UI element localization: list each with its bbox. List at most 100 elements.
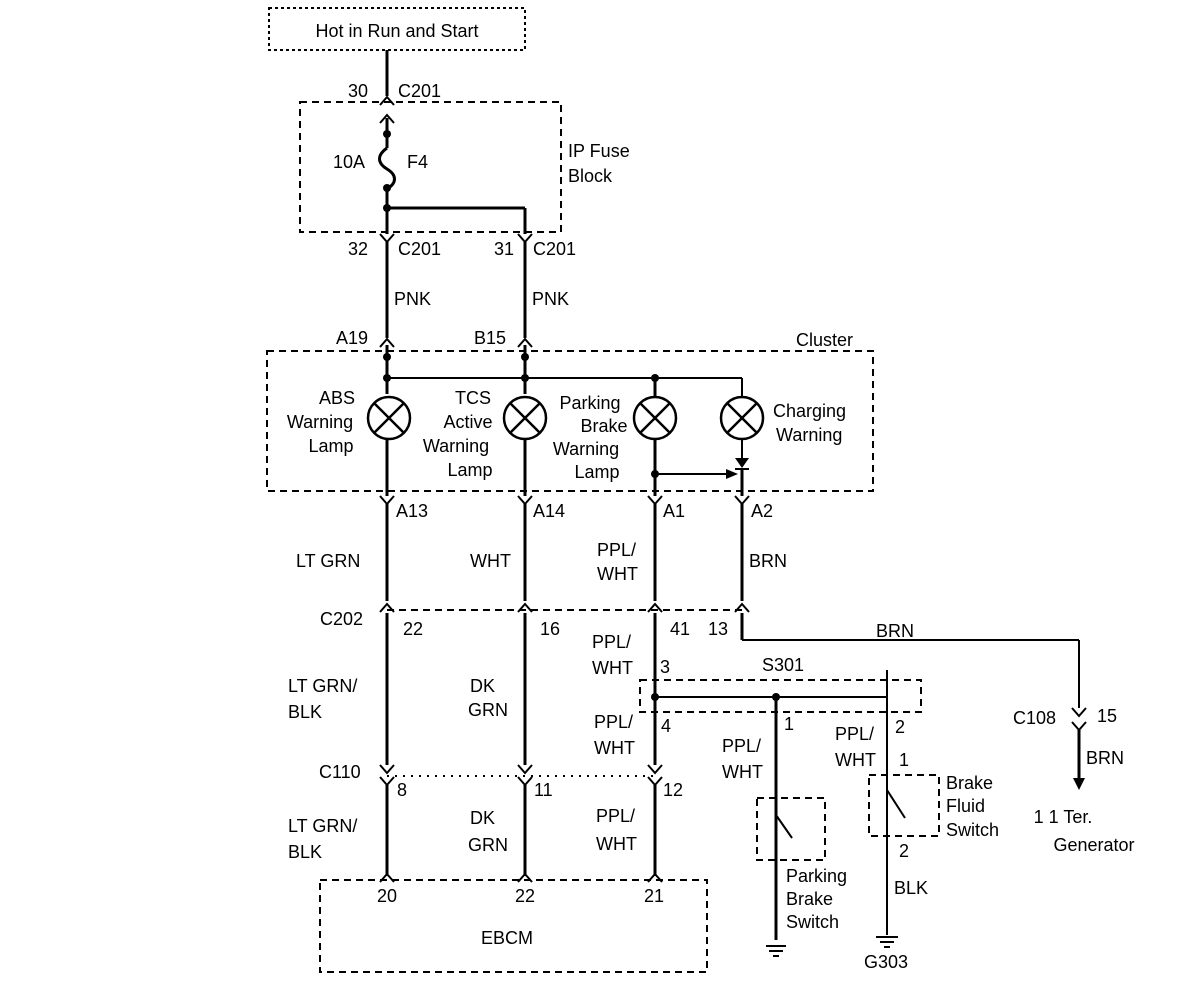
wire-ppl-wht-s301-2: WHT (592, 658, 633, 678)
c202-pin-16: 16 (540, 619, 560, 639)
wire-lt-grn-blk-1: LT GRN/ (288, 676, 357, 696)
switch-contact-icon (775, 814, 793, 839)
c202-name: C202 (320, 609, 363, 629)
ebcm-module (319, 879, 708, 973)
lamp-parking-4: Lamp (574, 462, 619, 482)
lamp-tcs-2: Active (443, 412, 492, 432)
wire-ppl-wht-fluid-1: PPL/ (835, 724, 874, 744)
tcs-warning-lamp-icon (502, 395, 548, 441)
fuse-left-conn: C201 (398, 239, 441, 259)
cluster-pin-a2: A2 (751, 501, 773, 521)
wire-lt-grn-blk-lower-2: BLK (288, 842, 322, 862)
fluid-switch-1: Brake (946, 773, 993, 793)
wire-lt-grn-blk-2: BLK (288, 702, 322, 722)
diode-icon (735, 458, 749, 468)
generator-line1: 1 1 Ter. (1034, 807, 1093, 827)
fuse-icon (378, 146, 396, 191)
parking-switch-1: Parking (786, 866, 847, 886)
ebcm-name: EBCM (481, 928, 533, 948)
wire-pnk-right: PNK (532, 289, 569, 309)
cluster-pin-a19: A19 (336, 328, 368, 348)
wire-ppl-wht-4-2: WHT (594, 738, 635, 758)
wire-dk-grn-1: DK (470, 676, 495, 696)
wire-ppl-wht-4-1: PPL/ (594, 712, 633, 732)
wire-ppl-wht-lower-1: PPL/ (596, 806, 635, 826)
cluster-pin-a13: A13 (396, 501, 428, 521)
charging-warning-lamp-icon (719, 395, 765, 441)
wire-dk-grn-lower-2: GRN (468, 835, 508, 855)
c110-pin-11: 11 (534, 780, 553, 800)
wire-brn-a2: BRN (749, 551, 787, 571)
lamp-charging-1: Charging (773, 401, 846, 421)
wire-ppl-wht-lower-2: WHT (596, 834, 637, 854)
fluid-switch-pin-1: 1 (899, 750, 909, 770)
lamp-tcs-1: TCS (455, 388, 491, 408)
wire-lt-grn: LT GRN (296, 551, 360, 571)
generator-arrow-icon (1073, 778, 1085, 790)
wire-ppl-wht-a1-1: PPL/ (597, 540, 636, 560)
wire-ppl-wht-a1-2: WHT (597, 564, 638, 584)
fluid-splice-pin-2: 2 (895, 717, 905, 737)
wire-ppl-wht-fluid-2: WHT (835, 750, 876, 770)
fluid-switch-pin-2: 2 (899, 841, 909, 861)
wire-dk-grn-2: GRN (468, 700, 508, 720)
fuse-left-pin: 32 (348, 239, 368, 259)
lamp-tcs-4: Lamp (447, 460, 492, 480)
c110-pin-8: 8 (397, 780, 407, 800)
fluid-switch-3: Switch (946, 820, 999, 840)
ip-fuse-block (299, 101, 562, 233)
parking-switch-pin: 1 (784, 714, 794, 734)
parking-switch-2: Brake (786, 889, 833, 909)
fluid-switch-2: Fluid (946, 796, 985, 816)
wire-wht: WHT (470, 551, 511, 571)
wire-ppl-wht-s301-1: PPL/ (592, 632, 631, 652)
lamp-abs-2: Warning (287, 412, 353, 432)
fuse-right-conn: C201 (533, 239, 576, 259)
generator-line2: Generator (1053, 835, 1134, 855)
parking-switch-3: Switch (786, 912, 839, 932)
power-source-box (268, 7, 526, 51)
lamp-parking-2: Brake (580, 416, 627, 436)
wire-ppl-wht-park-1: PPL/ (722, 736, 761, 756)
wire-brn-generator: BRN (1086, 748, 1124, 768)
c202-pin-41: 41 (670, 619, 690, 639)
arrow-right-icon (726, 469, 738, 479)
lamp-abs-1: ABS (319, 388, 355, 408)
c110-pin-12: 12 (663, 780, 683, 800)
cluster-pin-a14: A14 (533, 501, 565, 521)
c202-pin-22: 22 (403, 619, 423, 639)
fuse-block-name-1: IP Fuse (568, 141, 630, 161)
wire-dk-grn-lower-1: DK (470, 808, 495, 828)
ebcm-pin-20: 20 (377, 886, 397, 906)
c110-name: C110 (319, 762, 361, 782)
fuse-right-pin: 31 (494, 239, 514, 259)
c108-pin: 15 (1097, 706, 1117, 726)
wire-pnk-left: PNK (394, 289, 431, 309)
wire-brn-gen: BRN (876, 621, 914, 641)
splice-pin-4: 4 (661, 716, 671, 736)
abs-warning-lamp-icon (366, 395, 412, 441)
cluster-pin-a1: A1 (663, 501, 685, 521)
instrument-cluster (266, 350, 874, 492)
cluster-name: Cluster (796, 330, 853, 350)
fuse-id: F4 (407, 152, 428, 172)
splice-name: S301 (762, 655, 804, 675)
wire-ppl-wht-park-2: WHT (722, 762, 763, 782)
splice-pin-3: 3 (660, 657, 670, 677)
lamp-charging-2: Warning (776, 425, 842, 445)
fuse-node-bottom (383, 184, 391, 192)
fuse-node-top (383, 130, 391, 138)
parking-brake-switch (756, 797, 826, 861)
wire-blk: BLK (894, 878, 928, 898)
fuse-top-conn: C201 (398, 81, 441, 101)
ebcm-pin-22: 22 (515, 886, 535, 906)
c108-name: C108 (1013, 708, 1056, 728)
c202-pin-13: 13 (708, 619, 728, 639)
fuse-rating: 10A (333, 152, 365, 172)
fuse-top-pin: 30 (348, 81, 368, 101)
fluid-switch-contact-icon (886, 789, 906, 819)
cluster-pin-b15: B15 (474, 328, 506, 348)
wire-lt-grn-blk-lower-1: LT GRN/ (288, 816, 357, 836)
ground-name: G303 (864, 952, 908, 972)
